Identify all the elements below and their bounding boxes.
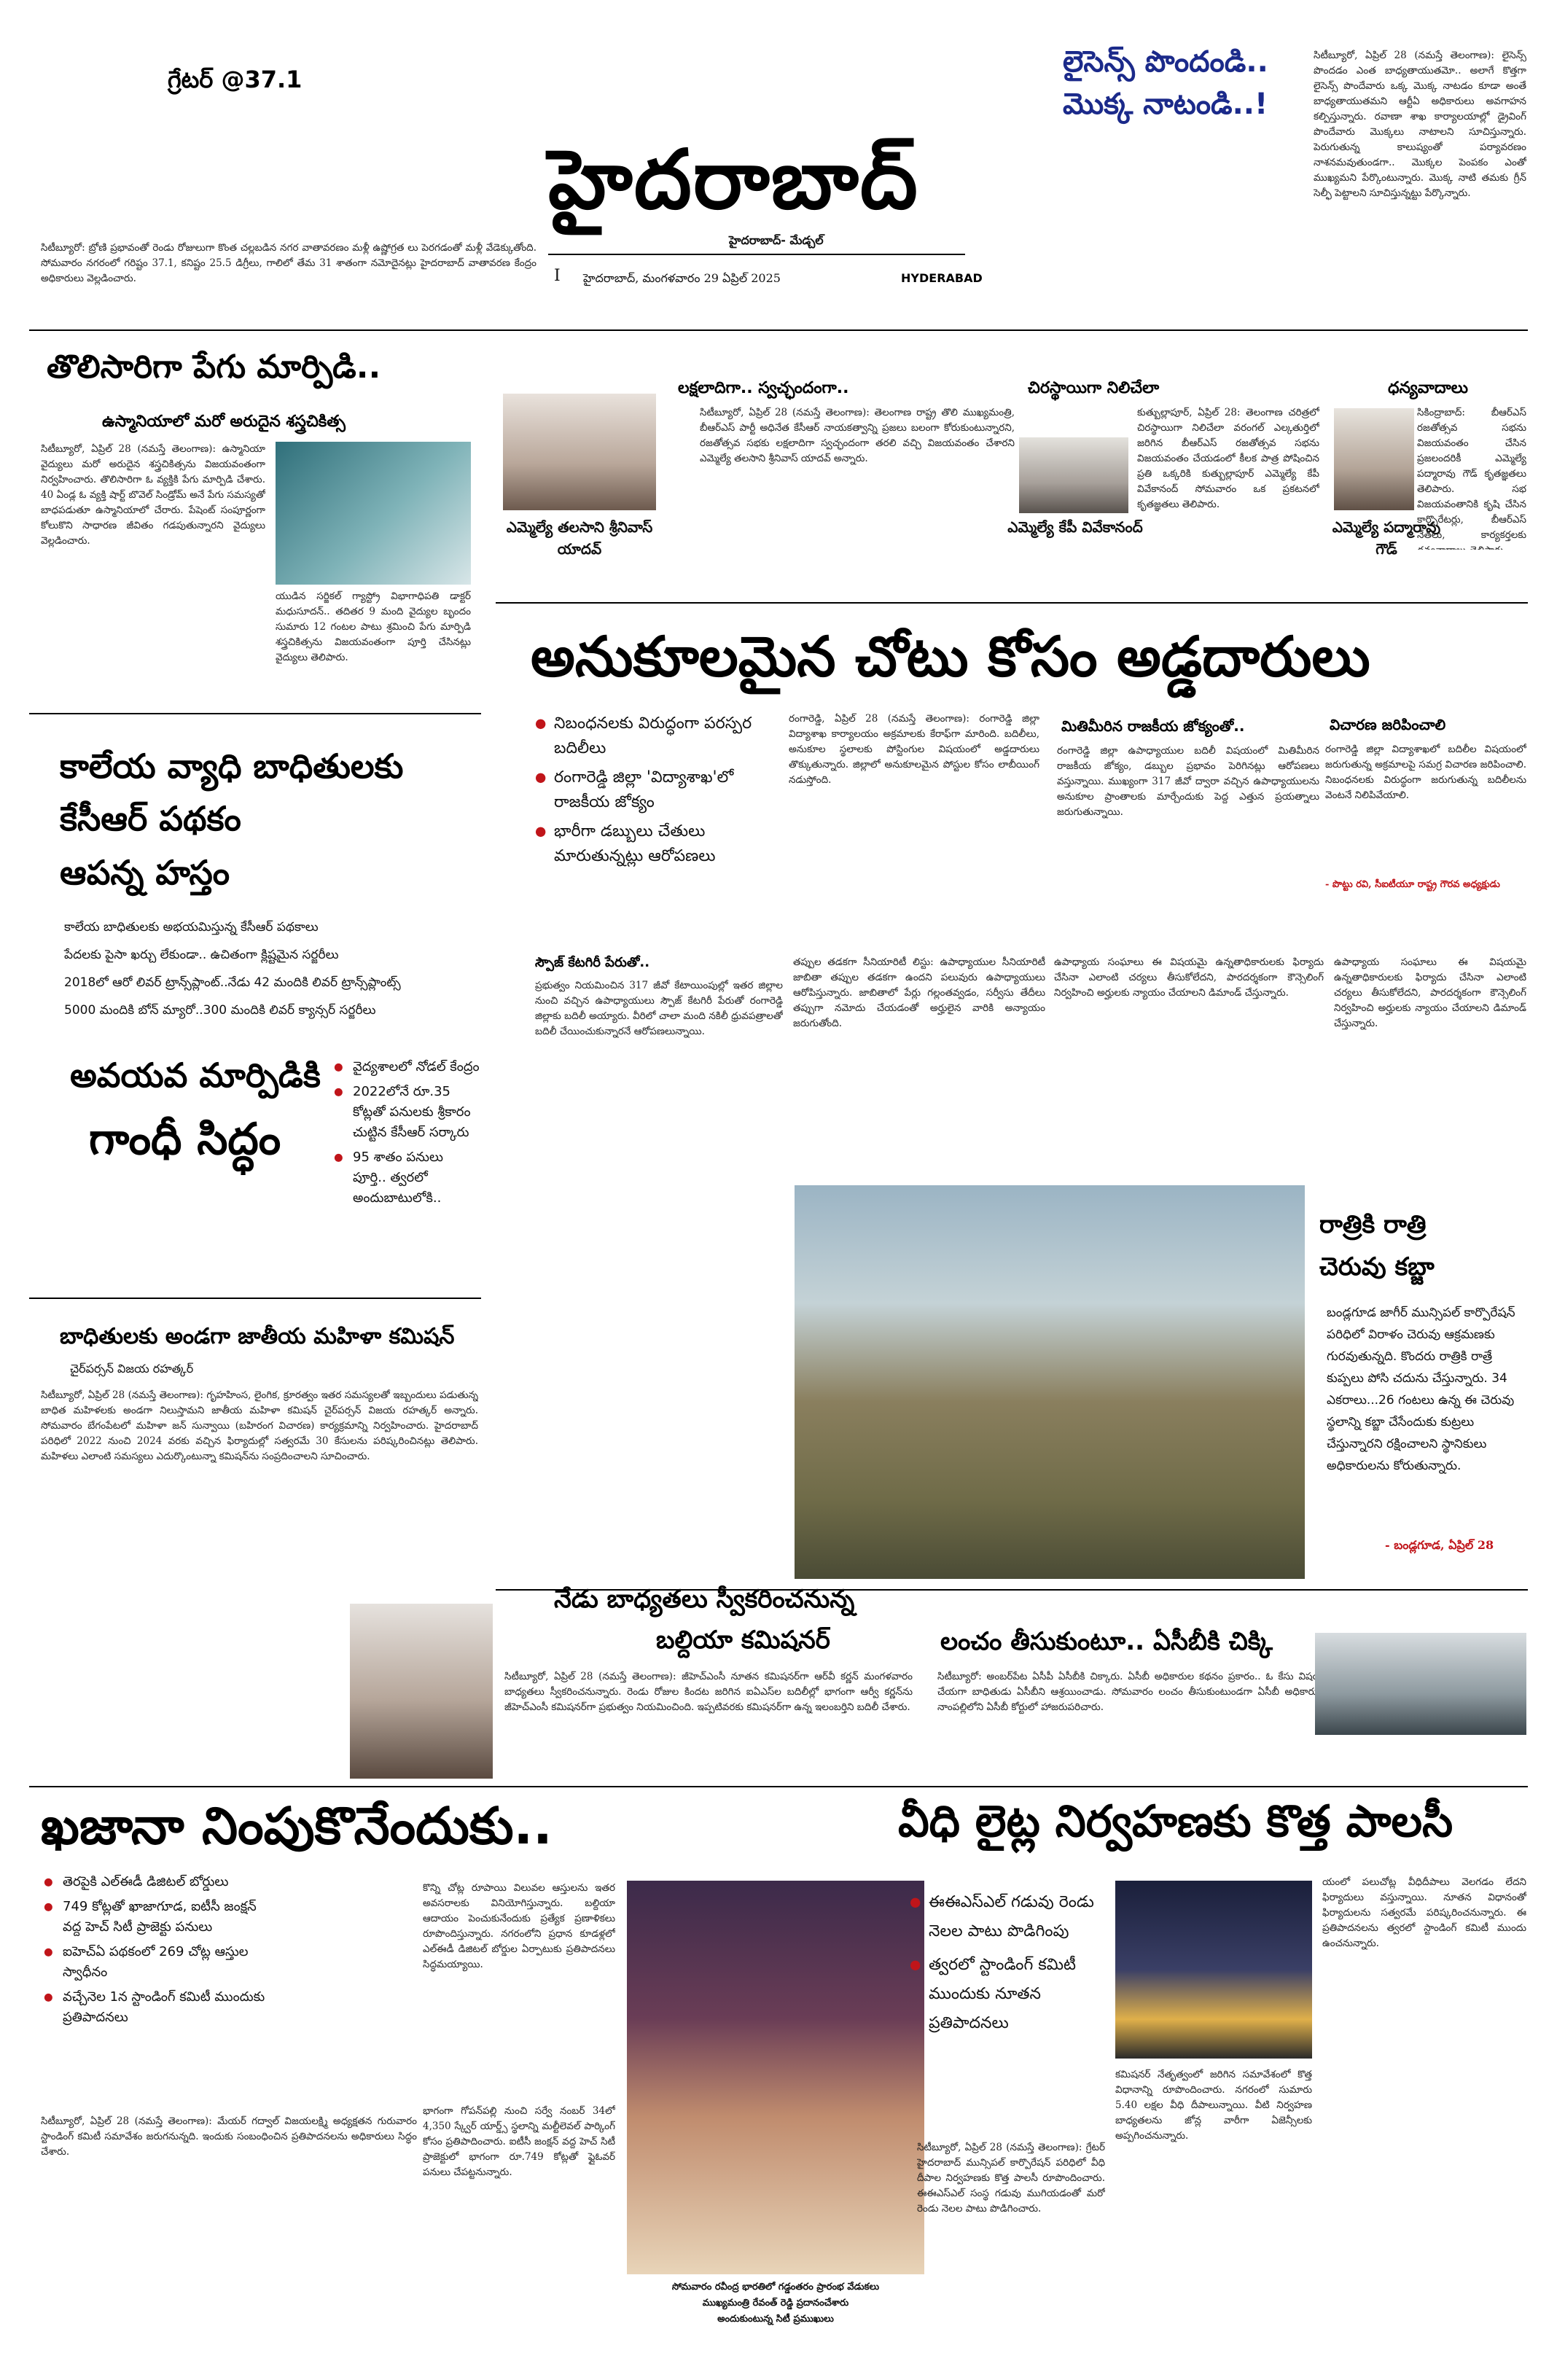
main-text-col6: ఉపాధ్యాయ సంఘాలు ఈ విషయమై ఉన్నతాధికారులకు… [1054,956,1324,999]
padmarao-photo [1334,408,1414,510]
kaleyam-kicker-2: పేదలకు పైసా ఖర్చు లేకుండా.. ఉచితంగా క్లి… [64,948,339,962]
baldia-text: సిటీబ్యూరో, ఏప్రిల్ 28 (నమస్తే తెలంగాణ):… [504,1671,913,1713]
dateline: హైదరాబాద్, మంగళవారం 29 ఏప్రిల్ 2025 [583,271,781,285]
avayava-bullet: 2022లోనే రూ.35 కోట్లతో పనులకు శ్రీకారం చ… [334,1082,480,1143]
masthead-title: హైదరాబాద్ [548,133,919,227]
khajana-text-col3: భాగంగా గోపన్‌పల్లి నుంచి సర్వే నంబర్ 34ల… [423,2105,615,2178]
kaleyam-headline-3: ఆపన్న హస్తం [60,853,230,892]
lakshaladi-text: సిటీబ్యూరో, ఏప్రిల్ 28 (నమస్తే తెలంగాణ):… [700,407,1015,464]
khajana-headline: ఖజానా నింపుకొనేందుకు.. [41,1796,553,1856]
main-text-col5: తప్పుల తడకగా సీనియారిటీ లిస్టు: ఉపాధ్యాయ… [793,956,1045,1029]
avayava-headline-1: అవయవ మార్పిడికి [70,1056,321,1095]
colon-text-col2: యుడిన సర్జికల్ గ్యాస్ట్రో విభాగాధిపతి డా… [276,590,471,663]
veedhi-bullet: త్వరలో స్టాండింగ్ కమిటీ ముందుకు నూతన ప్ర… [910,1951,1099,2038]
chiranjeevi-title: చిరస్థాయిగా నిలిచేలా [1028,379,1160,397]
main-headline: అనుకూలమైన చోటు కోసం అడ్డదారులు [531,624,1370,689]
veedhi-text-col2: కమిషనర్ నేతృత్వంలో జరిగిన సమావేశంలో కొత్… [1115,2069,1312,2142]
dhanyavadalu-text: సికింద్రాబాద్: బీఆర్‌ఎస్ రజతోత్సవ సభను వ… [1417,407,1526,550]
masthead-rule [548,254,965,255]
main-subhead-2: విచారణ జరిపించాలి [1330,716,1446,733]
khajana-bullets: తెరపైకి ఎల్‌ఈడీ డిజిటల్ బోర్డులు 749 కోట… [44,1872,276,2032]
avayava-headline-2: గాంధీ సిద్ధం [89,1114,281,1165]
license-text: సిటీబ్యూరో, ఏప్రిల్ 28 (నమస్తే తెలంగాణ):… [1314,50,1526,199]
cheruvu-text: బండ్లగూడ జాగీర్ మున్సిపల్ కార్పొరేషన్ పర… [1327,1306,1515,1473]
cheruvu-headline-2: చెరువు కబ్జా [1319,1252,1435,1281]
main-text-col3: రంగారెడ్డి జిల్లా విద్యాశాఖలో బదిలీల విష… [1325,744,1526,801]
license-headline-1: లైసెన్స్ పొందండి.. [1063,45,1268,79]
mahila-text: సిటీబ్యూరో, ఏప్రిల్ 28 (నమస్తే తెలంగాణ):… [41,1389,478,1462]
colon-text-col1: సిటీబ్యూరో, ఏప్రిల్ 28 (నమస్తే తెలంగాణ):… [41,443,265,547]
award-caption-2: ముఖ్యమంత్రి రేవంత్ రెడ్డి ప్రదానంచేశారు [702,2298,849,2309]
dhanyavadalu-title: ధన్యవాదాలు [1388,379,1468,397]
top-divider [29,329,1528,331]
avayava-bullet: వైద్యశాలలో నోడల్ కేంద్రం [334,1057,480,1077]
khajana-text-col1: సిటీబ్యూరో, ఏప్రిల్ 28 (నమస్తే తెలంగాణ):… [41,2115,417,2158]
veedhi-text-col1: సిటీబ్యూరో, ఏప్రిల్ 28 (నమస్తే తెలంగాణ):… [917,2142,1105,2215]
padmarao-caption: ఎమ్మెల్యే పద్మారావు గౌడ్ [1332,518,1441,558]
license-headline-2: మొక్క నాటండి..! [1063,87,1268,121]
main-bullet: భారీగా డబ్బులు చేతులు మారుతున్నట్లు ఆరోప… [535,819,776,869]
vivekanand-photo [1019,437,1128,513]
khajana-bullet: ఐహెచ్‌ఏ పథకంలో 269 చోట్ల ఆస్తుల స్వాధీనం [44,1942,276,1983]
main-bullet: రంగారెడ్డి జిల్లా 'విద్యాశాఖ'లో రాజకీయ జ… [535,765,776,815]
talasani-caption: ఎమ్మెల్యే తలసాని శ్రీనివాస్ యాదవ్ [506,518,653,558]
main-bullets: నిబంధనలకు విరుద్ధంగా పరస్పర బదిలీలు రంగా… [535,711,776,873]
mahila-headline: బాధితులకు అండగా జాతీయ మహిళా కమిషన్ [60,1324,455,1349]
commissioner-photo [350,1604,493,1779]
veedhi-text-col3: యంలో పలుచోట్ల వీధిదీపాలు వెలగడం లేదని ఫి… [1322,1876,1526,1949]
veedhi-bullet: ఈఈఎస్‌ఎల్ గడువు రెండు నెలల పాటు పొడిగింప… [910,1888,1099,1946]
divider-bottom [29,1786,1528,1787]
main-text-col1: రంగారెడ్డి, ఏప్రిల్ 28 (నమస్తే తెలంగాణ):… [789,713,1039,786]
kaleyam-headline-1: కాలేయ వ్యాధి బాధితులకు [60,746,404,786]
surgery-photo [276,442,471,585]
award-caption-1: సోమవారం రవీంద్ర భారతిలో గడ్డంతరం ప్రారంభ… [671,2282,880,2293]
weather-text: సిటీబ్యూరో: బ్రోణి ప్రభావంతో రెండు రోజుల… [41,242,536,284]
kaleyam-kicker-4: 5000 మందికి బోన్ మ్యారో..300 మందికి లివర… [64,1003,376,1018]
award-photo [627,1881,924,2274]
colon-headline: తొలిసారిగా పేగు మార్పిడి.. [47,348,381,386]
streetlight-photo [1115,1881,1312,2059]
khajana-text-col2: కొన్ని చోట్ల రూపాయి విలువల ఆస్తులను ఇతర … [423,1882,615,1970]
mahila-byline: చైర్‌పర్సన్ విజయ రహత్కర్ [70,1362,194,1376]
cheruvu-headline-1: రాత్రికి రాత్రి [1319,1210,1427,1239]
avayava-bullets: వైద్యశాలలో నోడల్ కేంద్రం 2022లోనే రూ.35 … [334,1057,480,1213]
city-temperature: గ్రేటర్ @37.1 [168,66,303,93]
veedhi-bullets: ఈఈఎస్‌ఎల్ గడువు రెండు నెలల పాటు పొడిగింప… [910,1888,1099,2042]
acb-headline: లంచం తీసుకుంటూ.. ఏసీబీకి చిక్కి [940,1627,1273,1656]
talasani-photo [503,394,656,510]
vivekanand-caption: ఎమ్మెల్యే కేపీ వివేకానంద్ [1007,518,1143,536]
chiranjeevi-text: కుత్బుల్లాపూర్, ఏప్రిల్ 28: తెలంగాణ చరిత… [1137,407,1319,510]
veedhi-headline: వీధి లైట్ల నిర్వహణకు కొత్త పాలసీ [898,1796,1453,1847]
lakshaladi-title: లక్షలాదిగా.. స్వచ్ఛందంగా.. [678,379,849,397]
kaleyam-kicker-1: కాలేయ బాధితులకు అభయమిస్తున్న కేసీఆర్ పథక… [64,920,319,935]
cheruvu-photo [795,1185,1305,1579]
acb-photo [1315,1633,1526,1735]
main-text-col2: రంగారెడ్డి జిల్లా ఉపాధ్యాయుల బదిలీ విషయం… [1057,745,1319,818]
cheruvu-top-text: ఉపాధ్యాయ సంఘాలు ఈ విషయమై ఉన్నతాధికారులకు… [1334,956,1526,1029]
main-bullet: నిబంధనలకు విరుద్ధంగా పరస్పర బదిలీలు [535,711,776,761]
khajana-bullet: వచ్చేనెల 1న స్టాండింగ్ కమిటీ ముందుకు ప్ర… [44,1987,276,2028]
kaleyam-headline-2: కేసీఆర్ పథకం [60,799,241,838]
khajana-bullet: 749 కోట్లతో ఖాజాగూడ, ఐటీసీ జంక్షన్ వద్ద … [44,1897,276,1938]
kaleyam-kicker-3: 2018లో ఆరో లివర్ ట్రాన్స్‌ప్లాంట్..నేడు … [64,975,401,990]
award-caption-3: అందుకుంటున్న సిటీ ప్రముఖులు [717,2314,834,2325]
cheruvu-dateline: - బండ్లగూడ, ఏప్రిల్ 28 [1385,1538,1494,1552]
divider-mahila [29,1298,481,1299]
divider-baldia [496,1589,1528,1591]
main-quote-byline: - పొట్టు రవి, సీఐటీయూ రాష్ట్ర గౌరవ అధ్యక… [1325,879,1500,890]
avayava-bullet: 95 శాతం పనులు పూర్తి.. త్వరలో అందుబాటులో… [334,1147,480,1209]
main-subhead-1: మితిమీరిన రాజకీయ జోక్యంతో.. [1061,717,1245,735]
masthead-subtitle: హైదరాబాద్- మేడ్చల్ [729,233,824,247]
khajana-bullet: తెరపైకి ఎల్‌ఈడీ డిజిటల్ బోర్డులు [44,1872,276,1892]
main-small-head: స్పౌజ్ కేటగిరీ పేరుతో.. [535,955,650,970]
divider-kaleyam [29,713,481,714]
baldia-headline-2: బల్దియా కమిషనర్ [656,1626,830,1655]
edition-label: HYDERABAD [901,271,983,285]
colon-subhead: ఉస్మానియాలో మరో అరుదైన శస్త్రచికిత్స [102,413,346,431]
main-text-col4: ప్రభుత్వం నియమించిన 317 జీవో కేటాయింపుల్… [535,980,783,1037]
baldia-headline-1: నేడు బాధ్యతలు స్వీకరించనున్న [554,1585,855,1614]
issue-marker: I [554,267,561,285]
divider-main [496,602,1528,604]
